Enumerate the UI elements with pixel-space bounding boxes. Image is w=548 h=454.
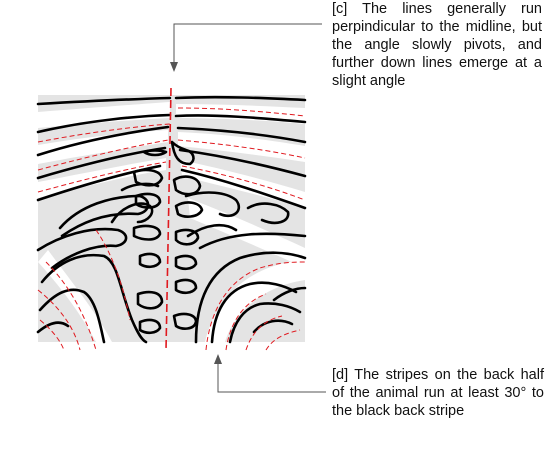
annotation-c: [c] The lines generally run perpindicula… [332,1,542,89]
pointer-c [170,23,322,72]
spine-blocks [132,140,204,335]
midline [165,87,172,351]
red-guide-lines [37,107,306,351]
pointer-d [214,354,326,393]
black-stripes [36,95,307,344]
annotation-d: [d] The stripes on the back half of the … [332,367,544,419]
